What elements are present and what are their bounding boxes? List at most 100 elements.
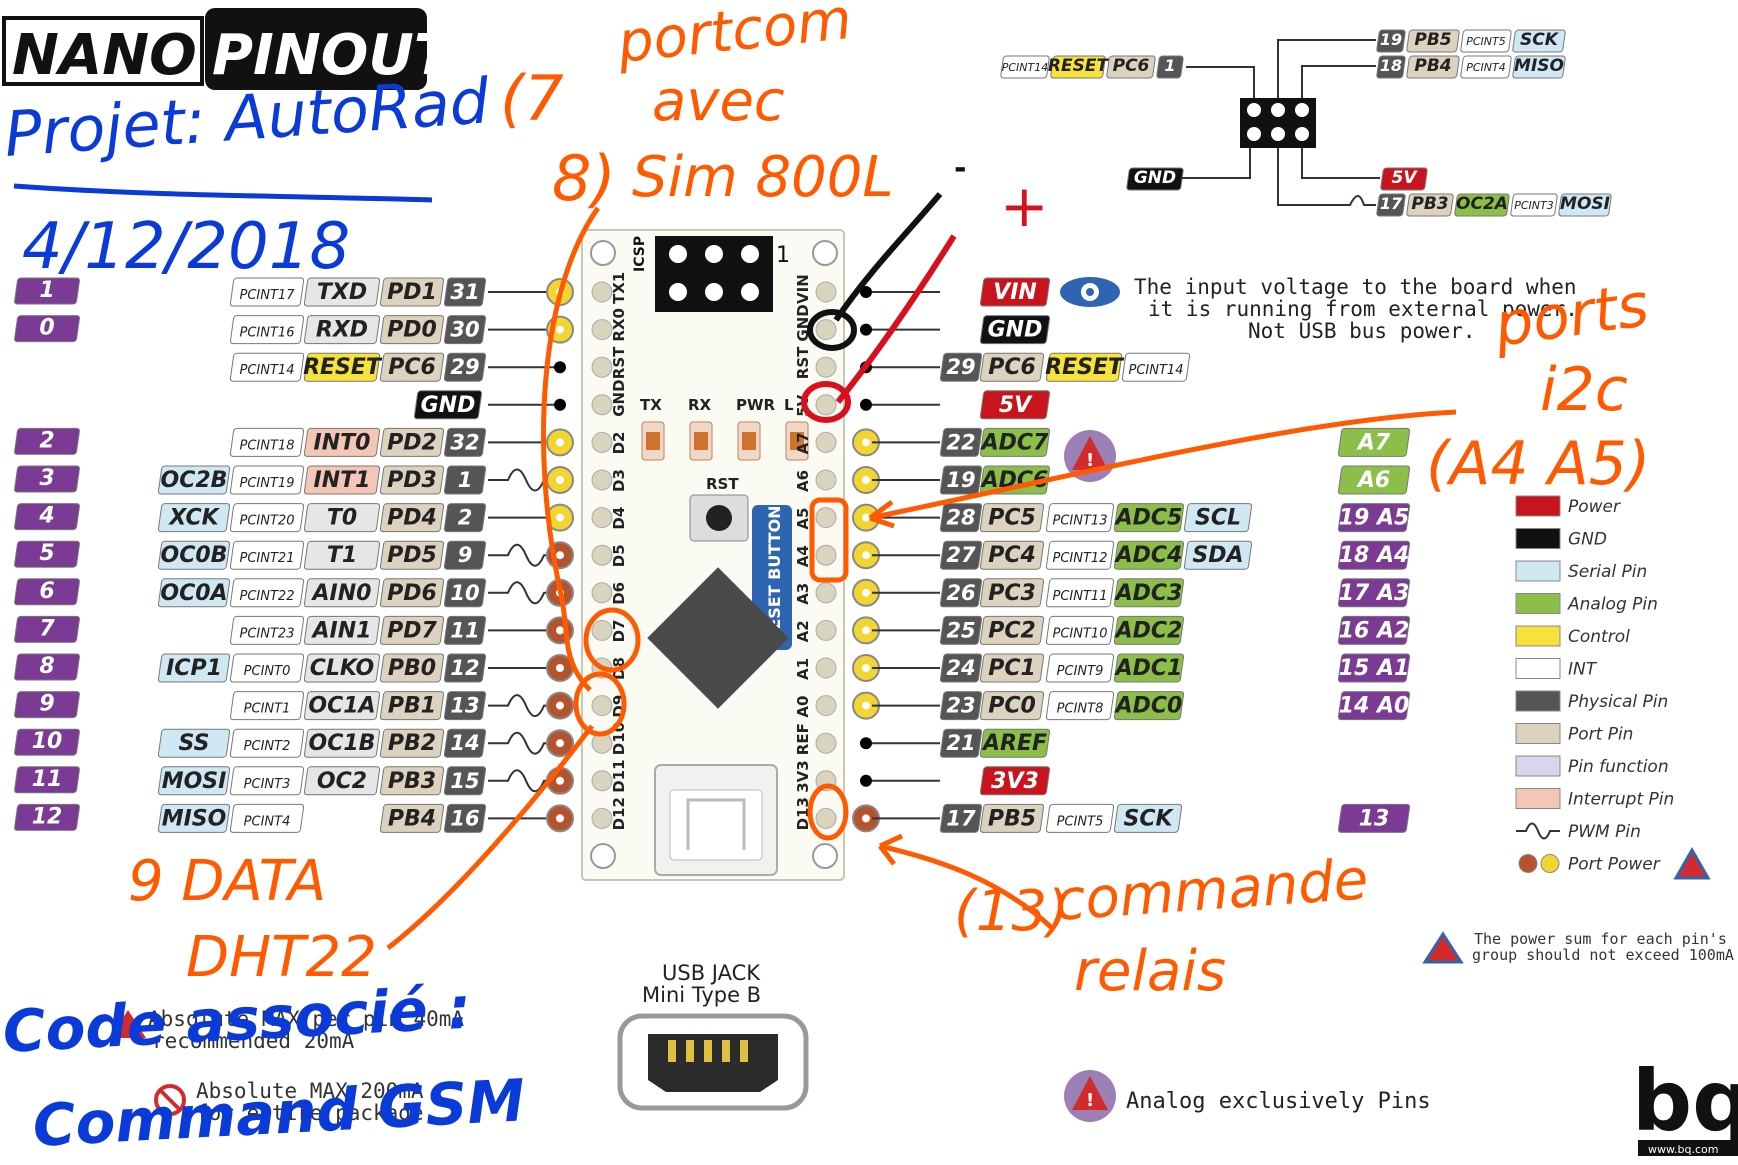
pin-function-label-text: RESET xyxy=(303,355,383,380)
physical-pin-label: 21 xyxy=(939,728,983,758)
pcint-label: PCINT18 xyxy=(229,427,305,457)
pin-function-label: OC2 xyxy=(303,766,381,796)
digital-number-label-text: 0 xyxy=(39,316,54,341)
physical-pin-label-text: 19 xyxy=(946,468,975,492)
physical-pin-label: 1 xyxy=(443,465,487,495)
power-label: VIN xyxy=(979,277,1051,307)
physical-pin-label-text: 25 xyxy=(946,618,975,642)
digital-number-label: 1 xyxy=(14,277,80,305)
gnd-label: GND xyxy=(979,315,1051,345)
icsp-pcint-text: PCINT3 xyxy=(1514,199,1554,212)
gnd-label: GND xyxy=(413,390,483,420)
pin-function-label-text: OC1B xyxy=(309,731,376,756)
abs-max-pkg-line1: Absolute MAX 200mA xyxy=(196,1079,424,1103)
legend-label: Port Pin xyxy=(1568,725,1633,745)
pin-function-label-text: OC2 xyxy=(317,769,367,794)
port-label: PD6 xyxy=(379,578,445,608)
board-pin-label: VIN xyxy=(794,274,812,304)
pcint-label: PCINT14 xyxy=(229,352,305,382)
reset-button[interactable] xyxy=(706,505,732,531)
port-label-text: PD5 xyxy=(387,543,437,568)
pcint-label: PCINT9 xyxy=(1045,653,1115,683)
pcint-label: PCINT13 xyxy=(1045,503,1115,533)
hand-i2c-3: (A4 A5) xyxy=(1426,429,1650,499)
extra-function-label: MOSI xyxy=(157,766,231,796)
pin-function-label-text: OC1A xyxy=(308,694,375,719)
svg-text:!: ! xyxy=(1086,450,1094,471)
hand-portcom-3: Sim 800L xyxy=(632,145,894,210)
title-pinout: PINOUT xyxy=(212,23,456,88)
extra-function-label: XCK xyxy=(157,503,231,533)
pcint-label: PCINT12 xyxy=(1045,540,1115,570)
serial-label: SDA xyxy=(1183,540,1253,570)
pin-dot xyxy=(860,737,872,750)
icsp-port: PC6 xyxy=(1106,55,1156,79)
arduino-number-label: A7 xyxy=(1337,427,1411,457)
physical-pin-label: 2 xyxy=(443,503,487,533)
pin-function-label-text: T1 xyxy=(327,543,357,568)
led-rx: RX xyxy=(688,396,713,461)
power-sum-line2: group should not exceed 100mA xyxy=(1472,946,1734,964)
physical-pin-label: 17 xyxy=(939,803,983,833)
analog-label-text: ADC3 xyxy=(1114,581,1183,606)
board-pin-label: RX0 xyxy=(610,308,628,342)
extra-function-label-text: MISO xyxy=(162,806,227,831)
led-label: L xyxy=(784,396,794,414)
pcint-label-text: PCINT23 xyxy=(240,626,295,641)
port-label-text: PC6 xyxy=(388,355,436,380)
pin-function-label-text: RESET xyxy=(1045,355,1125,380)
pcint-label-text: PCINT22 xyxy=(240,589,295,604)
pcint-label: PCINT16 xyxy=(229,315,305,345)
pin-function-label-text: CLKO xyxy=(310,656,375,681)
pin-function-label: OC1A xyxy=(303,691,381,721)
extra-function-label: OC0B xyxy=(157,540,231,570)
pin-function-label: AIN0 xyxy=(303,578,381,608)
icsp-port-text: PB4 xyxy=(1414,56,1451,76)
pin-dot xyxy=(860,323,872,336)
vin-note-line2: it is running from external power. xyxy=(1148,297,1578,321)
arduino-number-label: 17 A3 xyxy=(1337,578,1411,608)
physical-pin-label-text: 14 xyxy=(450,731,479,755)
extra-function-label-text: OC0A xyxy=(160,581,227,606)
board-pin-label: RST xyxy=(610,346,628,379)
digital-number-label-text: 12 xyxy=(32,804,63,829)
physical-pin-label: 22 xyxy=(939,427,983,457)
analog-label: ADC7 xyxy=(980,427,1051,457)
hand-plus: + xyxy=(1000,172,1049,240)
digital-number-label-text: 2 xyxy=(39,428,54,453)
pcint-label: PCINT4 xyxy=(229,803,305,833)
serial-label: SCL xyxy=(1183,503,1253,533)
hand-date: 4/12/2018 xyxy=(22,210,350,284)
physical-pin-label: 13 xyxy=(443,691,487,721)
digital-number-label-text: 11 xyxy=(32,767,63,792)
legend-label: Pin function xyxy=(1568,757,1669,777)
physical-pin-label: 27 xyxy=(939,540,983,570)
pin-function-label-text: AIN0 xyxy=(311,581,372,606)
digital-number-label-text: 3 xyxy=(39,466,54,491)
board-pin-label: D4 xyxy=(610,507,628,530)
board-pin-label: A0 xyxy=(794,696,812,718)
extra-function-label: MISO xyxy=(157,803,231,833)
pin-function-label-text: INT0 xyxy=(314,430,371,455)
pin-function-label: INT1 xyxy=(303,465,381,495)
analog-label-text: ADC7 xyxy=(980,430,1049,455)
serial-label-text: SDA xyxy=(1192,543,1243,568)
pin-function-label-text: RXD xyxy=(316,318,368,343)
icsp-func2: OC2A xyxy=(1454,193,1510,217)
hand-dht-1: 9 DATA xyxy=(128,849,326,914)
icsp-port: PB4 xyxy=(1406,55,1460,79)
analog-label: ADC2 xyxy=(1114,615,1185,645)
port-label: PC6 xyxy=(379,352,445,382)
icsp-port: PB3 xyxy=(1406,193,1454,217)
pin-function-label: RESET xyxy=(303,352,383,382)
port-label-text: PD6 xyxy=(387,581,437,606)
icsp-func-text: MISO xyxy=(1514,56,1564,76)
physical-pin-label: 11 xyxy=(443,615,487,645)
pcint-label-text: PCINT0 xyxy=(244,664,291,679)
board-pin-label: A6 xyxy=(794,470,812,492)
